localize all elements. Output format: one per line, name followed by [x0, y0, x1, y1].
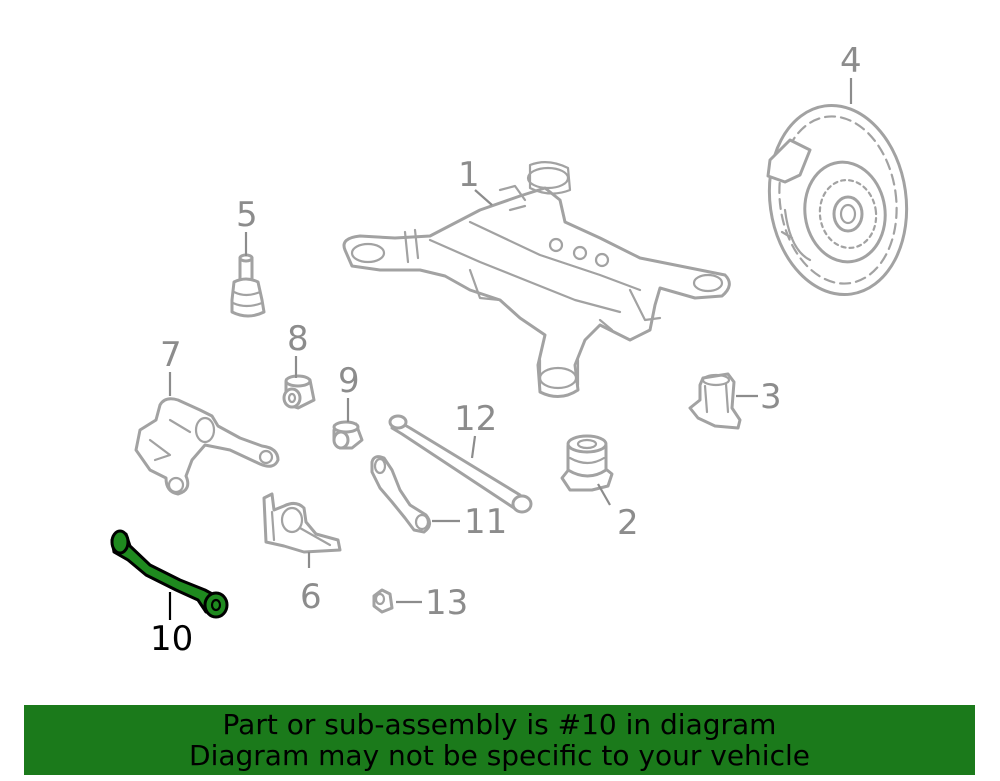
- callout-5: 5: [236, 195, 258, 235]
- callout-7: 7: [160, 335, 182, 375]
- subframe-part-1[interactable]: [342, 161, 731, 398]
- callout-4: 4: [840, 41, 862, 81]
- banner-line-2: Diagram may not be specific to your vehi…: [189, 739, 810, 772]
- bushing-part-13[interactable]: [372, 588, 394, 614]
- hub-part-4[interactable]: [757, 96, 918, 303]
- callout-10: 10: [150, 619, 193, 659]
- banner-line-1: Part or sub-assembly is #10 in diagram: [222, 708, 777, 741]
- bushing-part-9[interactable]: [332, 420, 364, 450]
- callout-8: 8: [287, 319, 309, 359]
- callout-13: 13: [425, 583, 468, 623]
- carrier-part-7[interactable]: [134, 397, 280, 496]
- bushing-part-2[interactable]: [560, 434, 614, 492]
- callout-6: 6: [300, 577, 322, 617]
- link-part-11[interactable]: [370, 455, 431, 534]
- tie-rod-part-12[interactable]: [388, 414, 533, 514]
- bushing-part-8[interactable]: [282, 374, 316, 410]
- callout-11: 11: [464, 502, 507, 542]
- callout-1: 1: [458, 155, 480, 195]
- parts-diagram: 1 2 3 4 5 6 7 8 9 10 11 12 13: [110, 41, 918, 659]
- callout-9: 9: [338, 361, 360, 401]
- mount-part-3[interactable]: [688, 372, 742, 430]
- callout-12: 12: [454, 399, 497, 439]
- callout-2: 2: [617, 503, 639, 543]
- leader-lines: [168, 78, 853, 620]
- callout-3: 3: [760, 377, 782, 417]
- info-banner: Part or sub-assembly is #10 in diagram D…: [24, 705, 975, 775]
- bracket-part-6[interactable]: [262, 492, 342, 554]
- bump-stop-part-5[interactable]: [230, 253, 266, 318]
- control-arm-part-10[interactable]: [110, 529, 229, 619]
